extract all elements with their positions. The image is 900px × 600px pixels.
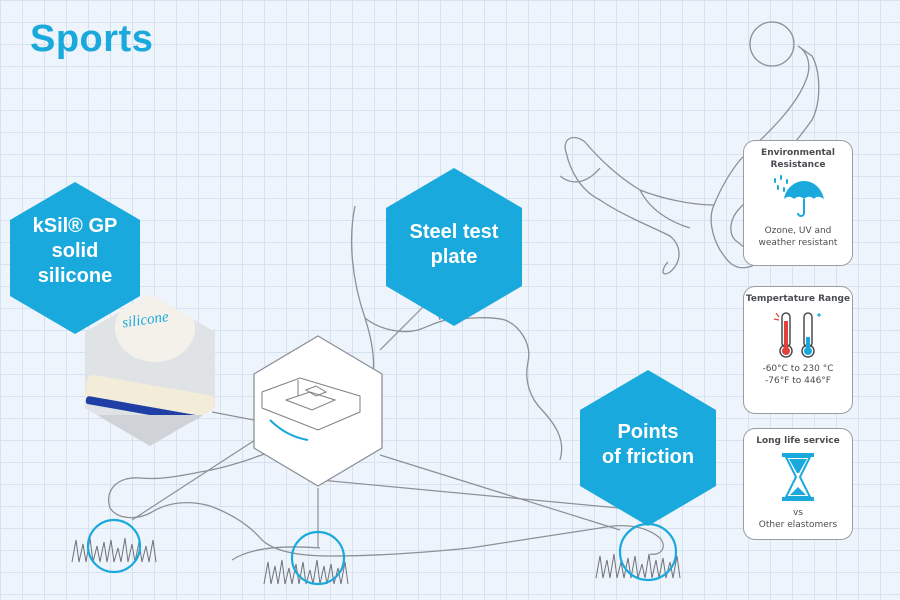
grass-tuft-center xyxy=(263,559,349,585)
steel-plate-sketch xyxy=(261,377,361,441)
friction-point-left xyxy=(86,518,142,574)
grass-tuft-right xyxy=(595,553,681,579)
umbrella-rain-icon xyxy=(774,175,824,218)
friction-point-right xyxy=(618,522,678,582)
thermometers-icon xyxy=(773,312,821,358)
friction-hexagon xyxy=(580,370,716,526)
card-caption: -60°C to 230 °C -76°F to 446°F xyxy=(762,364,834,387)
grass-tuft-left xyxy=(71,537,157,563)
material-label: kSil® GP solid silicone xyxy=(32,214,118,287)
silicone-print: silicone xyxy=(121,309,170,331)
card-title: Long life service xyxy=(756,436,840,446)
temperature-range-card: Tempertature Range -60°C to 230 °C -76°F… xyxy=(743,286,853,414)
environmental-resistance-card: Environmental Resistance Ozone, UV and w… xyxy=(743,140,853,266)
football-outline xyxy=(749,21,795,67)
silicone-sample-photo xyxy=(85,294,215,446)
long-life-service-card: Long life service vs Other elastomers xyxy=(743,428,853,540)
friction-label: Points of friction xyxy=(601,421,695,468)
friction-point-center xyxy=(290,530,346,586)
hourglass-icon xyxy=(782,453,814,502)
card-title: Tempertature Range xyxy=(745,294,851,304)
card-title: Environmental Resistance xyxy=(761,148,835,171)
connector-lines xyxy=(131,299,641,548)
card-caption: vs Other elastomers xyxy=(758,508,838,531)
steel-test-hexagon xyxy=(386,168,522,326)
material-hexagon xyxy=(10,182,140,334)
steel-test-label: Steel test plate xyxy=(409,221,499,268)
grass-tufts xyxy=(71,537,681,585)
card-caption: Ozone, UV and weather resistant xyxy=(758,226,838,249)
page-title: Sports xyxy=(30,18,154,60)
steel-plate-hexagon xyxy=(253,335,383,487)
